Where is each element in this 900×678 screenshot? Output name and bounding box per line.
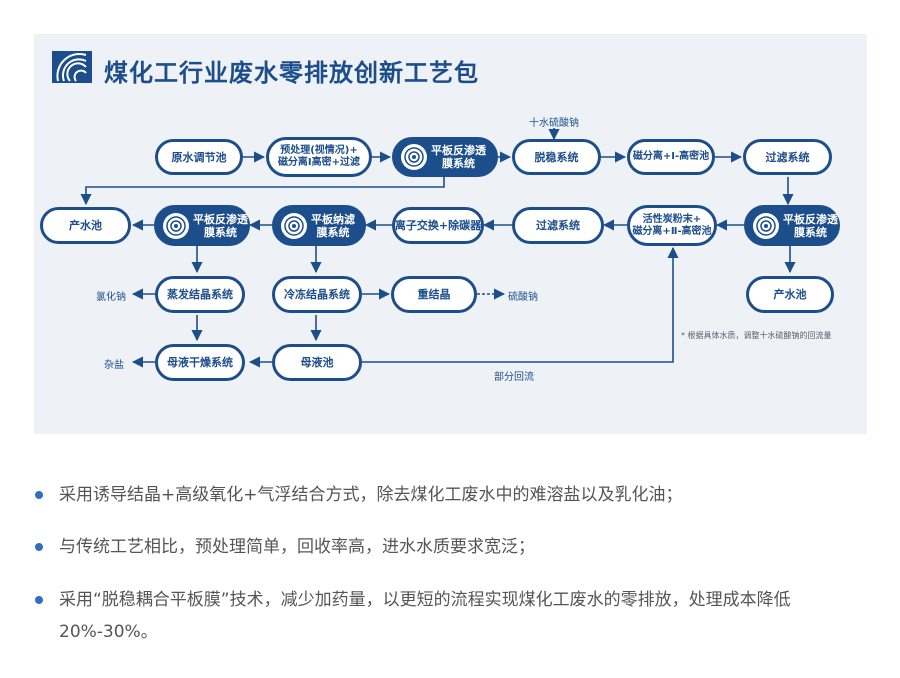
- bullet-dot-icon: [35, 596, 43, 604]
- destabilization-node: 脱稳系统: [512, 139, 601, 175]
- bullet-text-2: 与传统工艺相比，预处理简单，回收率高，进水水质要求宽泛；: [59, 537, 535, 557]
- ro-membrane-node-2: 平板反渗透 膜系统: [744, 205, 840, 246]
- bullet-dot-icon: [35, 491, 43, 499]
- membrane-disc-icon: [163, 212, 189, 239]
- product-water-tank-node-1: 产水池: [40, 207, 131, 244]
- product-water-tank-node-2: 产水池: [746, 276, 834, 313]
- na2so4-label: 硫酸钠: [508, 292, 538, 303]
- ro-membrane-label: 平板反渗透 膜系统: [193, 212, 248, 239]
- evaporation-crystallization-node: 蒸发结晶系统: [155, 276, 245, 313]
- magnetic-separation-node: 磁分离+Ⅰ-高密池: [627, 139, 715, 175]
- reagent-label: 十水硫酸钠: [529, 118, 579, 129]
- page-title: 煤化工行业废水零排放创新工艺包: [104, 59, 479, 87]
- recycle-note: * 根据具体水质，调整十水硫酸钠的回流量: [681, 331, 832, 340]
- impurity-salt-label: 杂盐: [104, 360, 124, 371]
- recycle-label: 部分回流: [494, 372, 534, 383]
- membrane-disc-icon: [281, 212, 307, 239]
- nacl-label: 氯化钠: [96, 292, 126, 303]
- nf-membrane-node: 平板纳滤 膜系统: [272, 205, 366, 246]
- ro-membrane-node-1: 平板反渗透 膜系统: [392, 137, 498, 177]
- bullet-dot-icon: [35, 543, 43, 551]
- ro-membrane-node-3: 平板反渗透 膜系统: [154, 205, 250, 246]
- bullet-text-3: 采用“脱稳耦合平板膜”技术，减少加药量，以更短的流程实现煤化工废水的零排放，处理…: [59, 590, 791, 642]
- ro-membrane-label: 平板反渗透 膜系统: [783, 212, 838, 239]
- nf-membrane-label: 平板纳滤 膜系统: [311, 212, 355, 239]
- filtration-node-2: 过滤系统: [512, 207, 604, 244]
- mother-liquor-tank-node: 母液池: [272, 344, 362, 381]
- mother-liquor-drying-node: 母液干燥系统: [155, 344, 245, 381]
- filtration-node-1: 过滤系统: [743, 139, 832, 175]
- membrane-disc-icon: [753, 212, 779, 239]
- logo-icon: [52, 51, 92, 83]
- ro-membrane-label: 平板反渗透 膜系统: [431, 144, 486, 170]
- membrane-disc-icon: [401, 144, 427, 170]
- ion-exchange-node: 离子交换+除碳器: [392, 207, 484, 244]
- raw-water-tank-node: 原水调节池: [155, 139, 243, 175]
- pretreatment-node: 预处理(视情况)+ 磁分离Ⅰ高密+过滤: [266, 137, 372, 177]
- recrystallization-node: 重结晶: [391, 276, 477, 313]
- freeze-crystallization-node: 冷冻结晶系统: [272, 276, 362, 313]
- bullet-text-1: 采用诱导结晶+高级氧化+气浮结合方式，除去煤化工废水中的难溶盐以及乳化油；: [59, 485, 683, 505]
- activated-carbon-node: 活性炭粉末+ 磁分离+Ⅱ-高密池: [627, 205, 717, 246]
